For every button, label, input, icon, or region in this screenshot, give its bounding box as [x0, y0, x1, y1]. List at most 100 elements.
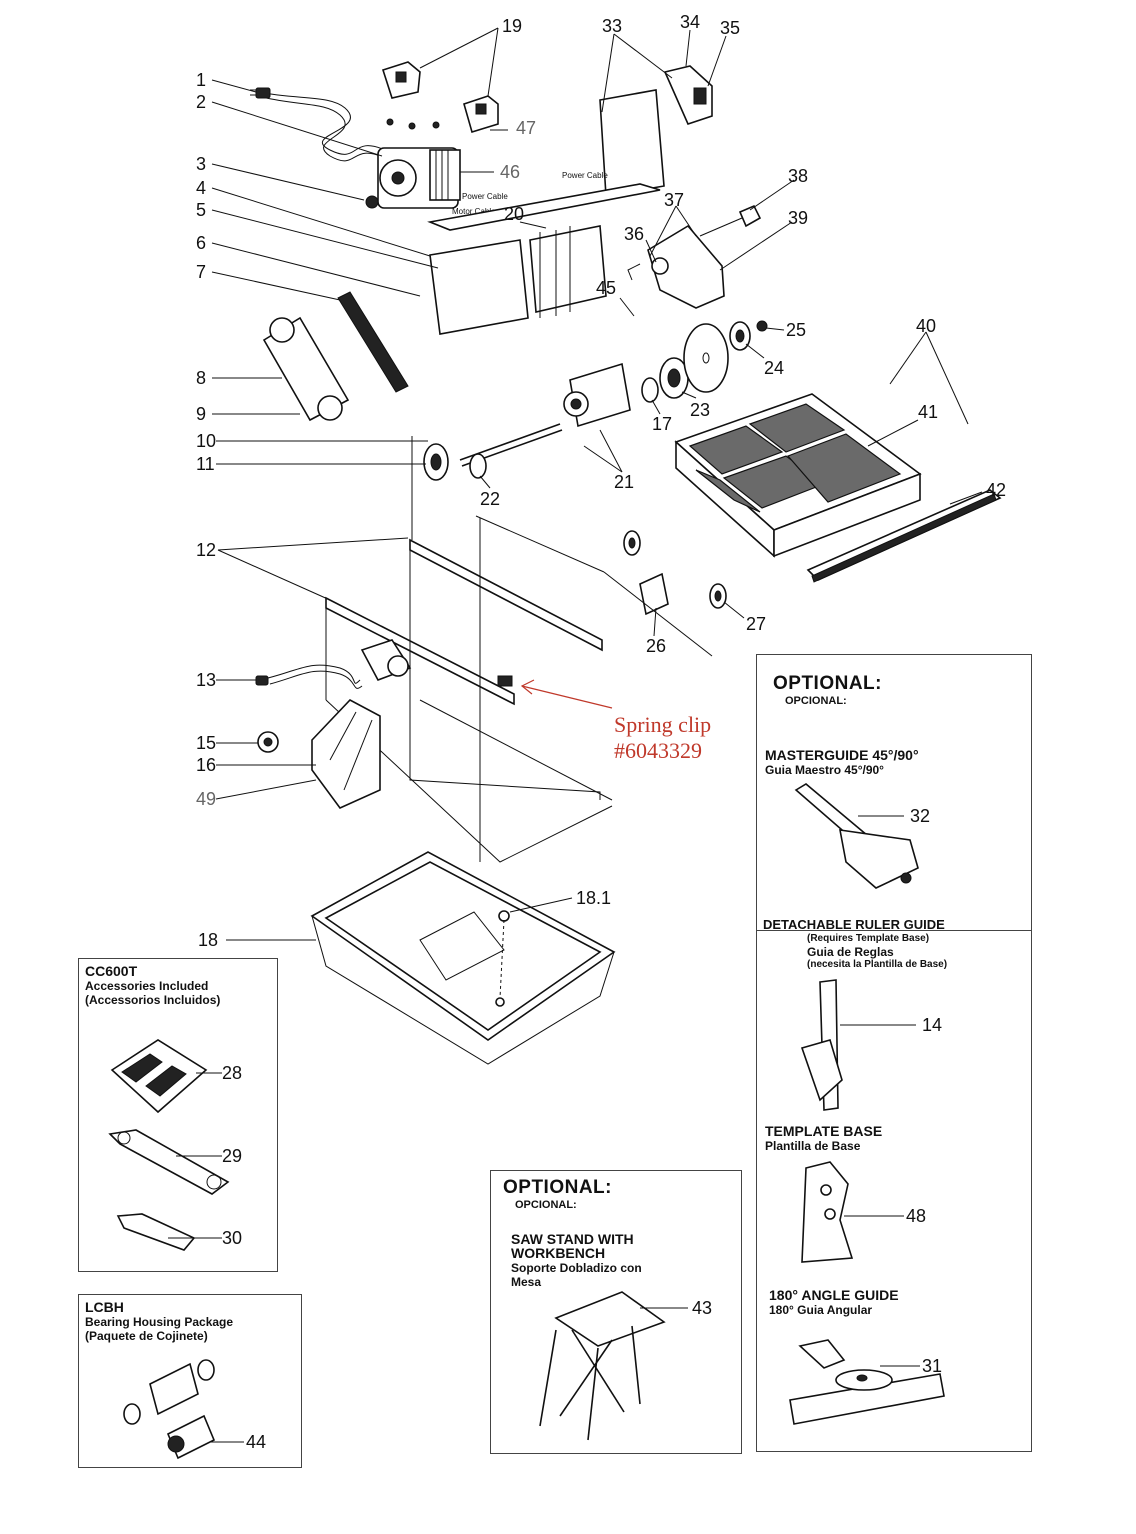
label-1: 1	[196, 70, 206, 90]
bearing-housing	[563, 362, 631, 428]
callout-line-2: #6043329	[614, 738, 702, 763]
ruler-guide-es: Guia de Reglas	[807, 945, 894, 959]
main-motor	[360, 639, 412, 681]
part-numbers: 1 2 3 4 5 6 7 8 9 10 11 12 13 15 16 49 1…	[196, 12, 1006, 1452]
template-base-48	[801, 1161, 904, 1263]
switch-box-19b	[463, 95, 499, 134]
rear-switch-housing	[599, 65, 713, 197]
label-29: 29	[222, 1146, 242, 1166]
lcbh-subtitle: (Paquete de Cojinete)	[85, 1329, 208, 1343]
shaft-pulley	[423, 443, 449, 481]
label-25: 25	[786, 320, 806, 340]
leader-lines	[211, 27, 983, 941]
sliding-table	[674, 393, 922, 558]
options-heading: OPTIONAL:	[773, 673, 882, 694]
label-31: 31	[922, 1356, 942, 1376]
power-cable-label: Power Cable	[462, 192, 508, 201]
label-3: 3	[196, 154, 206, 174]
stand-title-1: SAW STAND WITH	[511, 1231, 634, 1247]
main-motor-cord	[255, 664, 363, 689]
label-7: 7	[196, 262, 206, 282]
label-35: 35	[720, 18, 740, 38]
label-24: 24	[764, 358, 784, 378]
lcbh-panel: LCBH Bearing Housing Package (Paquete de…	[78, 1294, 302, 1468]
spring-clip-part	[497, 675, 513, 687]
masterguide-title: MASTERGUIDE 45°/90°	[765, 747, 919, 763]
label-42: 42	[986, 480, 1006, 500]
label-36: 36	[624, 224, 644, 244]
flange-17	[641, 377, 659, 403]
table-wheel-left	[623, 530, 641, 556]
outer-flange	[729, 320, 768, 351]
options-panel: OPTIONAL: OPCIONAL: MASTERGUIDE 45°/90° …	[756, 654, 1032, 1452]
template-base-es: Plantilla de Base	[765, 1139, 861, 1153]
label-20: 20	[504, 204, 524, 224]
label-15: 15	[196, 733, 216, 753]
options-heading-es: OPCIONAL:	[785, 695, 847, 707]
bearing-package-44	[123, 1359, 244, 1460]
wrench-29	[108, 1129, 230, 1195]
motor	[377, 118, 461, 209]
angle-guide-title: 180° ANGLE GUIDE	[769, 1287, 899, 1303]
label-19: 19	[502, 16, 522, 36]
label-27: 27	[746, 614, 766, 634]
masterguide-32	[794, 783, 919, 889]
callout-line-1: Spring clip	[614, 712, 712, 737]
motor-cable-label: Motor Cable	[452, 207, 496, 216]
guard-knob	[699, 204, 762, 237]
stand-panel: OPTIONAL: OPCIONAL: SAW STAND WITH WORKB…	[490, 1170, 742, 1454]
label-26: 26	[646, 636, 666, 656]
label-22: 22	[480, 489, 500, 509]
stand-heading-es: OPCIONAL:	[515, 1199, 577, 1211]
label-49: 49	[196, 789, 216, 809]
stand-es-2: Mesa	[511, 1275, 542, 1289]
label-38: 38	[788, 166, 808, 186]
label-21: 21	[614, 472, 634, 492]
base-frame	[325, 538, 613, 863]
label-16: 16	[196, 755, 216, 775]
guard-bracket-16	[311, 699, 381, 809]
label-4: 4	[196, 178, 206, 198]
label-48: 48	[906, 1206, 926, 1226]
stand-heading: OPTIONAL:	[503, 1177, 612, 1198]
tray-plug-18-1	[498, 910, 510, 922]
label-37: 37	[664, 190, 684, 210]
diamond-blade	[683, 323, 729, 393]
angle-guide-es: 180° Guia Angular	[769, 1303, 873, 1317]
drive-belt	[337, 291, 409, 393]
accessories-model: CC600T	[85, 963, 138, 979]
label-45: 45	[596, 278, 616, 298]
accessories-panel: CC600T Accessories Included (Accessorios…	[78, 958, 278, 1272]
label-13: 13	[196, 670, 216, 690]
label-23: 23	[690, 400, 710, 420]
label-18-1: 18.1	[576, 888, 611, 908]
switch-box-19a	[381, 61, 421, 99]
rip-guide-28	[110, 1039, 222, 1114]
power-cord	[250, 87, 386, 162]
spring-clip-callout: Spring clip #6043329	[614, 712, 711, 764]
label-41: 41	[918, 402, 938, 422]
spring-clip-arrowhead	[520, 679, 535, 695]
label-5: 5	[196, 200, 206, 220]
label-2: 2	[196, 92, 206, 112]
ruler-guide-title: DETACHABLE RULER GUIDE	[763, 917, 945, 932]
label-9: 9	[196, 404, 206, 424]
accessories-subtitle: (Accessorios Incluidos)	[85, 993, 221, 1007]
spacer-22	[469, 453, 487, 479]
table-wheel-bracket	[639, 572, 669, 616]
ruler-guide-req: (Requires Template Base)	[807, 933, 930, 944]
label-43: 43	[692, 1298, 712, 1318]
label-33: 33	[602, 16, 622, 36]
ruler-guide	[806, 489, 1002, 583]
label-17: 17	[652, 414, 672, 434]
label-12: 12	[196, 540, 216, 560]
label-47: 47	[516, 118, 536, 138]
label-10: 10	[196, 431, 216, 451]
stand-es-1: Soporte Dobladizo con	[511, 1261, 642, 1275]
ruler-guide-es-req: (necesita la Plantilla de Base)	[807, 959, 948, 970]
blade-guard	[627, 224, 725, 309]
label-8: 8	[196, 368, 206, 388]
label-39: 39	[788, 208, 808, 228]
label-6: 6	[196, 233, 206, 253]
